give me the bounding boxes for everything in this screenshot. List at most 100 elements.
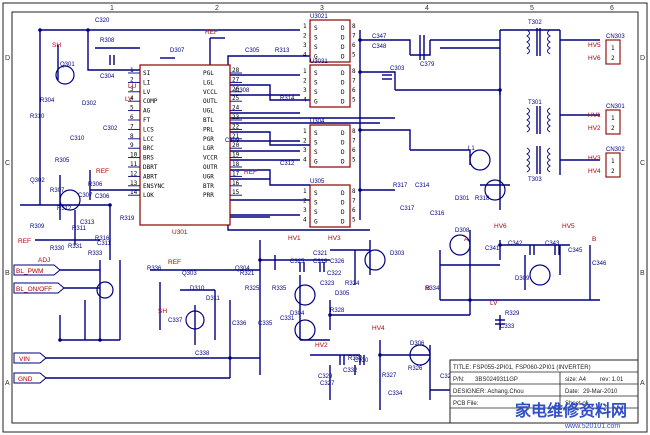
transistor-symbol — [185, 310, 205, 330]
net-label-a: A — [464, 236, 469, 243]
row-marker: A — [640, 380, 645, 387]
component-ref: C325 — [290, 259, 305, 265]
pin-name: FT — [143, 117, 151, 124]
mosfet-pin-number: 6 — [352, 147, 356, 154]
component-ref: C379 — [420, 62, 435, 68]
connector-cn303: 1 2 CN303 HV5 HV6 — [588, 34, 625, 65]
component-ref: L1 — [468, 146, 475, 152]
mosfet-pin-name: D — [341, 54, 345, 61]
component-ref: R334 — [425, 286, 440, 292]
mosfet-ic-ref: U305 — [310, 179, 325, 185]
pin-name: PRR — [203, 192, 214, 199]
component-ref: Q303 — [182, 271, 197, 277]
mosfet-pin-number: 3 — [303, 87, 307, 94]
pin-number: 7 — [130, 123, 134, 130]
component-ref: R327 — [382, 373, 397, 379]
mosfet-pin-number: 3 — [303, 42, 307, 49]
controller-right-pins: 28PGL27LGL26VCCL25OUTL24UGL23BTL22PRL21P… — [203, 67, 242, 199]
net-label-ref: REF — [18, 238, 31, 245]
mosfet-pin-number: 2 — [303, 78, 307, 85]
mosfet-pin-number: 7 — [352, 33, 356, 40]
border-row-markers: D C B A D C B A — [5, 55, 645, 387]
component-ref: R324 — [345, 281, 360, 287]
component-ref: C312 — [280, 161, 295, 167]
net-label-hv4: HV4 — [372, 325, 385, 332]
col-marker: 3 — [320, 5, 324, 12]
connector-net: HV4 — [588, 168, 601, 175]
pin-name: UGL — [203, 108, 214, 115]
mosfet-pin-number: 4 — [303, 97, 307, 104]
mosfet-pin-number: 4 — [303, 157, 307, 164]
pin-number: 17 — [232, 170, 240, 177]
component-ref: C322 — [327, 271, 342, 277]
component-ref: C337 — [168, 318, 183, 324]
port-vin: VIN — [13, 352, 47, 364]
col-marker: 1 — [110, 5, 114, 12]
pin-name: ABRT — [143, 173, 158, 180]
component-ref: C305 — [245, 48, 260, 54]
component-ref: D311 — [206, 296, 221, 302]
border-column-markers: 1 2 3 4 5 6 — [110, 5, 614, 12]
mosfet-pin-number: 1 — [303, 23, 307, 30]
mosfet-pin-number: 4 — [303, 52, 307, 59]
transistor-symbol — [484, 179, 506, 201]
mosfet-pin-number: 8 — [352, 23, 356, 30]
col-marker: 2 — [215, 5, 219, 12]
component-ref: C336 — [232, 321, 247, 327]
connector-net: HV6 — [588, 55, 601, 62]
connector-pin: 2 — [611, 55, 615, 62]
mosfet-pin-number: 5 — [352, 217, 356, 224]
mosfet-ic-body — [309, 19, 351, 63]
pin-name: BTR — [203, 183, 214, 190]
component-ref: R330 — [50, 246, 65, 252]
controller-ic-ref: U301 — [172, 229, 188, 236]
component-ref: R311 — [72, 226, 87, 232]
component-ref: C332 — [343, 368, 358, 374]
component-labels: C320R308D307Q301R313C305C347C348C379C303… — [30, 18, 607, 397]
pin-name: OUTR — [203, 164, 218, 171]
mosfet-pin-name: S — [314, 70, 318, 77]
component-ref: D304 — [290, 311, 305, 317]
mosfet-pin-number: 8 — [352, 128, 356, 135]
component-ref: C342 — [508, 241, 523, 247]
component-ref: D306 — [410, 341, 425, 347]
mosfet-pin-number: 6 — [352, 87, 356, 94]
mosfet-pin-number: 8 — [352, 188, 356, 195]
row-marker: B — [640, 270, 645, 277]
component-ref: R328 — [330, 308, 345, 314]
connector-pin: 2 — [611, 168, 615, 175]
connector-ref: CN301 — [606, 104, 625, 110]
pin-name: PGR — [203, 136, 214, 143]
component-ref: R307 — [50, 188, 65, 194]
component-ref: R318 — [475, 196, 490, 202]
component-ref: C310 — [70, 136, 85, 142]
component-ref: D302 — [82, 101, 97, 107]
pin-name: UGR — [203, 173, 214, 180]
pin-number: 1 — [130, 67, 134, 74]
port-label: BL_ON/OFF — [16, 286, 52, 293]
mosfet-pin-number: 1 — [303, 128, 307, 135]
mosfet-pin-number: 5 — [352, 52, 356, 59]
pin-name: PGL — [203, 70, 214, 77]
col-marker: 5 — [530, 5, 534, 12]
transistor-symbol — [409, 344, 431, 366]
net-label-hv6: HV6 — [494, 223, 507, 230]
connector-pin: 1 — [611, 45, 615, 52]
mosfet-pin-name: D — [341, 80, 345, 87]
title-block-pcb: PCB File: — [453, 401, 479, 407]
title-block-designer: DESIGNER: Achang.Chou — [453, 389, 524, 395]
connector-cn302: 1 2 CN302 HV3 HV4 — [588, 147, 625, 178]
component-ref: C341 — [485, 246, 500, 252]
pin-name: PRL — [203, 126, 214, 133]
mosfet-pin-name: D — [341, 70, 345, 77]
transistor-symbol — [294, 319, 316, 341]
component-ref: C313 — [80, 220, 95, 226]
pin-number: 5 — [130, 105, 134, 112]
component-ref: D301 — [455, 196, 470, 202]
transistor-symbol — [96, 281, 114, 299]
row-marker: C — [5, 160, 10, 167]
